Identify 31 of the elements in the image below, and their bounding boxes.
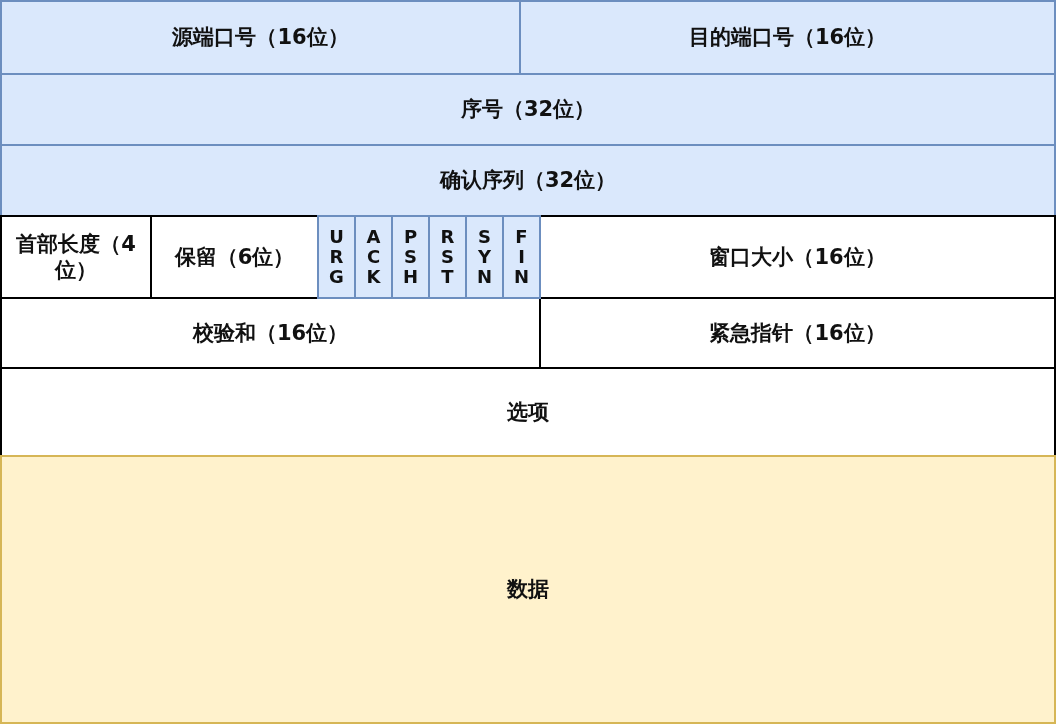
field-box: [0, 0, 521, 75]
field-label: 校验和（16位）: [192, 319, 349, 347]
flag-label: SYN: [475, 227, 494, 287]
flag-box: [317, 215, 356, 299]
field-label: 序号（32位）: [460, 96, 596, 123]
flag-box: [428, 215, 467, 299]
flag-box: [502, 215, 541, 299]
field-box: [0, 144, 1056, 217]
field-box: [539, 215, 1056, 299]
flag-box: [354, 215, 393, 299]
flag-box: [465, 215, 504, 299]
field-label: 紧急指针（16位）: [709, 319, 886, 347]
flag-label: PSH: [401, 227, 420, 287]
flag-label: RST: [439, 227, 456, 287]
field-label: 源端口号（16位）: [172, 24, 349, 51]
field-box: [0, 367, 1056, 457]
flag-box: [391, 215, 430, 299]
field-label: 选项: [507, 398, 549, 426]
data-box: [0, 455, 1056, 724]
field-label: 窗口大小（16位）: [709, 243, 886, 271]
field-label: 首部长度（4位）: [15, 230, 137, 284]
field-label: 目的端口号（16位）: [688, 24, 887, 51]
flag-label: URG: [328, 227, 345, 287]
field-box: [0, 73, 1056, 146]
field-box: [519, 0, 1056, 75]
field-label: 数据: [507, 576, 549, 603]
field-label: 确认序列（32位）: [439, 167, 617, 194]
flag-label: FIN: [512, 227, 531, 287]
flag-label: ACK: [365, 227, 382, 287]
field-box: [0, 215, 152, 299]
field-label: 保留（6位）: [174, 243, 295, 271]
